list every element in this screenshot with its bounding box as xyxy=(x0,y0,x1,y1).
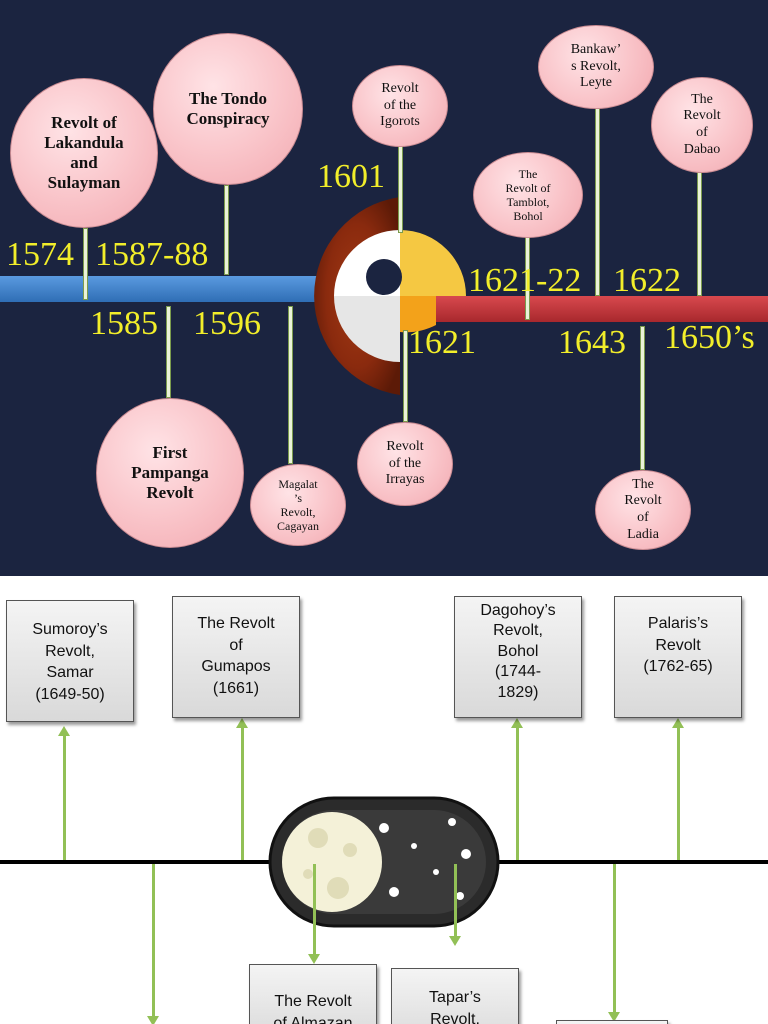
year-1621: 1621 xyxy=(408,324,476,361)
event-bankaw: Bankaw’ s Revolt, Leyte xyxy=(538,25,654,109)
arrow-sumoroy xyxy=(63,734,66,860)
stem-lakandula xyxy=(83,228,88,300)
event-dabao: The Revolt of Dabao xyxy=(651,77,753,173)
year-1585: 1585 xyxy=(90,305,158,342)
arrow-head-down-4 xyxy=(608,1012,620,1022)
arrow-dagohoy xyxy=(516,726,519,860)
year-1596: 1596 xyxy=(193,305,261,342)
arrow-down-4 xyxy=(613,864,616,1012)
event-igorots: Revolt of the Igorots xyxy=(352,65,448,147)
event-palaris: Palaris’s Revolt (1762-65) xyxy=(614,596,742,718)
arrow-almazan xyxy=(313,864,316,954)
arrow-down-1 xyxy=(152,864,155,1016)
moon-emblem xyxy=(268,796,500,928)
arrow-head-almazan xyxy=(308,954,320,964)
bottom-timeline-panel: Sumoroy’s Revolt, Samar (1649-50) The Re… xyxy=(0,576,768,1024)
event-gumapos: The Revolt of Gumapos (1661) xyxy=(172,596,300,718)
event-dagohoy: Dagohoy’s Revolt, Bohol (1744- 1829) xyxy=(454,596,582,718)
event-tapar: Tapar’s Revolt, xyxy=(391,968,519,1024)
stem-bankaw xyxy=(595,108,600,296)
event-card-partial xyxy=(556,1020,668,1024)
arrow-head-sumoroy xyxy=(58,726,70,736)
year-1643: 1643 xyxy=(558,324,626,361)
year-1574: 1574 xyxy=(6,236,74,273)
arrow-gumapos xyxy=(241,726,244,860)
stem-tondo xyxy=(224,185,229,275)
year-1587-88: 1587-88 xyxy=(95,236,209,273)
arrow-head-gumapos xyxy=(236,718,248,728)
event-tondo: The Tondo Conspiracy xyxy=(153,33,303,185)
event-ladia: The Revolt of Ladia xyxy=(595,470,691,550)
event-magalat: Magalat ’s Revolt, Cagayan xyxy=(250,464,346,546)
event-lakandula: Revolt of Lakandula and Sulayman xyxy=(10,78,158,228)
arrow-head-palaris xyxy=(672,718,684,728)
year-1621-22: 1621-22 xyxy=(468,262,582,299)
event-tamblot: The Revolt of Tamblot, Bohol xyxy=(473,152,583,238)
stem-igorots xyxy=(398,145,403,233)
timeline-bar-right xyxy=(435,296,768,322)
arrow-head-down-1 xyxy=(147,1016,159,1024)
event-sumoroy: Sumoroy’s Revolt, Samar (1649-50) xyxy=(6,600,134,722)
stem-dabao xyxy=(697,172,702,296)
year-1622: 1622 xyxy=(613,262,681,299)
year-1650s: 1650’s xyxy=(664,319,755,356)
event-irrayas: Revolt of the Irrayas xyxy=(357,422,453,506)
event-pampanga: First Pampanga Revolt xyxy=(96,398,244,548)
year-1601: 1601 xyxy=(317,158,385,195)
top-timeline-panel: Revolt of Lakandula and Sulayman The Ton… xyxy=(0,0,768,576)
arrow-head-dagohoy xyxy=(511,718,523,728)
stem-magalat xyxy=(288,306,293,464)
stem-irrayas xyxy=(403,330,408,422)
timeline-bar-left xyxy=(0,276,340,302)
arrow-tapar xyxy=(454,864,457,936)
arrow-palaris xyxy=(677,726,680,860)
arrow-head-tapar xyxy=(449,936,461,946)
event-almazan: The Revolt of Almazan xyxy=(249,964,377,1024)
stem-pampanga xyxy=(166,306,171,398)
stem-ladia xyxy=(640,326,645,470)
center-emblem xyxy=(314,197,466,395)
